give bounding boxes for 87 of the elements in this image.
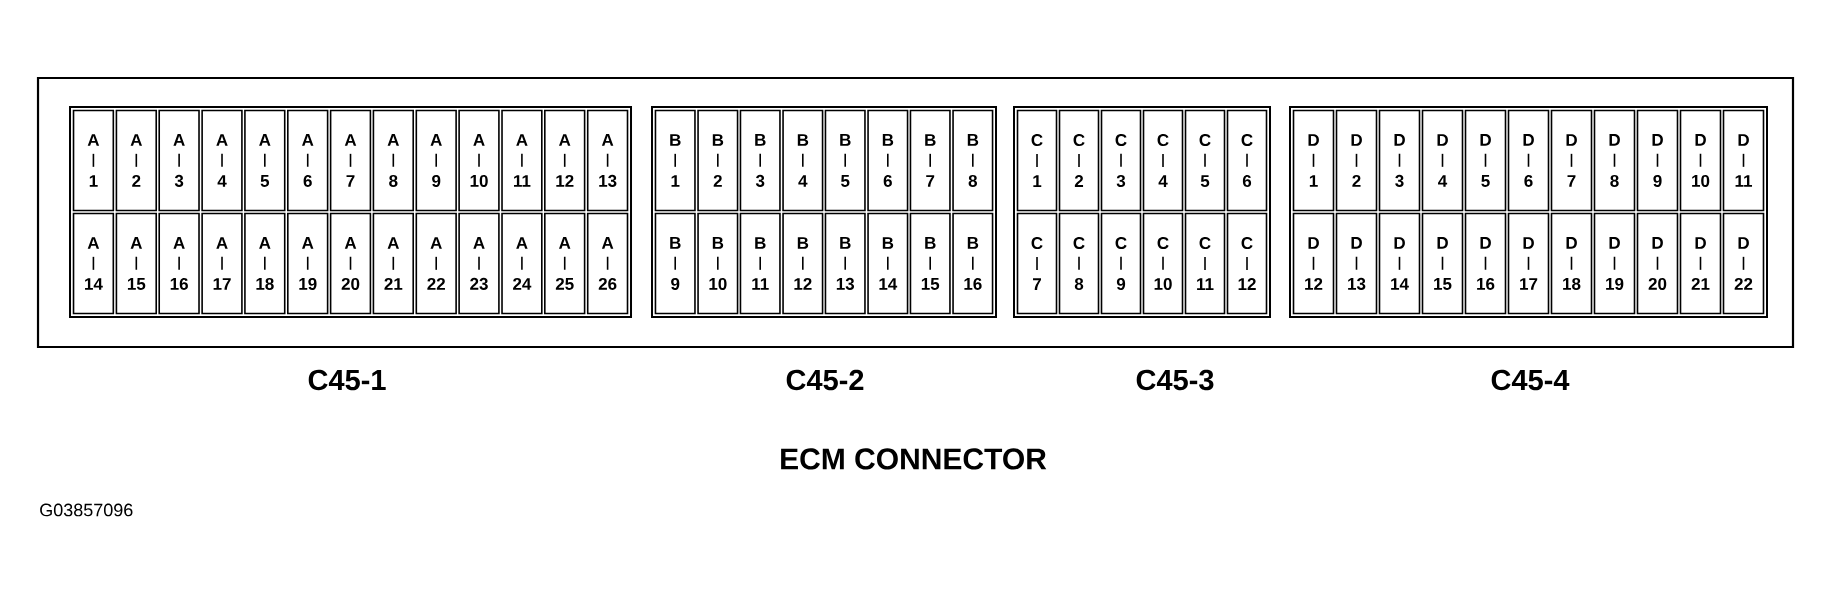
pin-cell: D 5 bbox=[1464, 109, 1507, 212]
pin-cell: B 10 bbox=[697, 212, 739, 315]
pin-cell: D 19 bbox=[1593, 212, 1636, 315]
pin-cell: D 4 bbox=[1421, 109, 1464, 212]
connector-label: C45-3 bbox=[1136, 369, 1214, 391]
pin-cell: B 12 bbox=[782, 212, 824, 315]
connector-label: C45-1 bbox=[308, 369, 386, 391]
connector-label: C45-4 bbox=[1491, 369, 1570, 391]
pin-cell: B 14 bbox=[867, 212, 909, 315]
pin-cell: C 10 bbox=[1142, 212, 1184, 315]
pin-cell: C 6 bbox=[1226, 109, 1268, 212]
pin-cell: D 2 bbox=[1335, 109, 1378, 212]
pin-cell: D 1 bbox=[1292, 109, 1335, 212]
connector-label: C45-2 bbox=[786, 369, 864, 391]
pin-cell: B 2 bbox=[697, 109, 739, 212]
pin-cell: D 3 bbox=[1378, 109, 1421, 212]
pin-cell: B 3 bbox=[739, 109, 781, 212]
pin-cell: B 11 bbox=[739, 212, 781, 315]
pin-cell: A 6 bbox=[287, 109, 329, 212]
connector-block bbox=[69, 106, 632, 318]
pin-cell: B 8 bbox=[952, 109, 994, 212]
pin-cell: D 8 bbox=[1593, 109, 1636, 212]
pin-cell: A 14 bbox=[72, 212, 115, 315]
pin-cell: D 7 bbox=[1550, 109, 1593, 212]
diagram-title: ECM CONNECTOR bbox=[781, 448, 1047, 470]
pin-cell: D 10 bbox=[1679, 109, 1722, 212]
pin-cell: D 22 bbox=[1722, 212, 1765, 315]
pin-cell: C 8 bbox=[1058, 212, 1100, 315]
pin-cell: A 21 bbox=[372, 212, 414, 315]
pin-cell: D 16 bbox=[1464, 212, 1507, 315]
pin-cell: D 13 bbox=[1335, 212, 1378, 315]
pin-cell: D 17 bbox=[1507, 212, 1550, 315]
connector-block bbox=[1289, 106, 1768, 318]
pin-cell: A 22 bbox=[415, 212, 457, 315]
pin-cell: B 7 bbox=[909, 109, 951, 212]
pin-cell: B 9 bbox=[654, 212, 696, 315]
pin-cell: C 3 bbox=[1100, 109, 1142, 212]
pin-cell: D 6 bbox=[1507, 109, 1550, 212]
pin-cell: D 21 bbox=[1679, 212, 1722, 315]
pin-cell: D 20 bbox=[1636, 212, 1679, 315]
pin-cell: D 12 bbox=[1292, 212, 1335, 315]
pin-cell: A 25 bbox=[544, 212, 586, 315]
pin-cell: B 15 bbox=[909, 212, 951, 315]
pin-cell: A 13 bbox=[586, 109, 629, 212]
pin-cell: A 23 bbox=[458, 212, 500, 315]
pin-cell: B 6 bbox=[867, 109, 909, 212]
pin-cell: C 2 bbox=[1058, 109, 1100, 212]
connector-block bbox=[651, 106, 997, 318]
pin-cell: D 9 bbox=[1636, 109, 1679, 212]
pin-cell: C 9 bbox=[1100, 212, 1142, 315]
pin-cell: A 17 bbox=[201, 212, 243, 315]
pin-cell: C 4 bbox=[1142, 109, 1184, 212]
pin-cell: C 11 bbox=[1184, 212, 1226, 315]
pin-cell: B 1 bbox=[654, 109, 696, 212]
pin-cell: A 8 bbox=[372, 109, 414, 212]
pin-cell: A 1 bbox=[72, 109, 115, 212]
pin-cell: A 3 bbox=[158, 109, 200, 212]
pin-cell: D 11 bbox=[1722, 109, 1765, 212]
pin-cell: A 12 bbox=[544, 109, 586, 212]
connector-frame bbox=[36, 76, 1795, 349]
pin-cell: A 9 bbox=[415, 109, 457, 212]
connector-block bbox=[1013, 106, 1271, 318]
pin-cell: A 16 bbox=[158, 212, 200, 315]
pin-cell: C 1 bbox=[1016, 109, 1058, 212]
pin-cell: C 7 bbox=[1016, 212, 1058, 315]
pin-cell: C 12 bbox=[1226, 212, 1268, 315]
pin-cell: D 15 bbox=[1421, 212, 1464, 315]
pin-cell: A 20 bbox=[329, 212, 372, 315]
pin-cell: A 19 bbox=[287, 212, 329, 315]
pin-cell: B 13 bbox=[824, 212, 866, 315]
pin-cell: A 10 bbox=[458, 109, 500, 212]
pin-cell: B 5 bbox=[824, 109, 866, 212]
pin-cell: D 14 bbox=[1378, 212, 1421, 315]
pin-cell: A 15 bbox=[115, 212, 157, 315]
pin-cell: A 11 bbox=[501, 109, 543, 212]
pin-cell: B 16 bbox=[952, 212, 994, 315]
pin-cell: A 5 bbox=[244, 109, 286, 212]
pin-cell: A 24 bbox=[501, 212, 543, 315]
pin-cell: A 26 bbox=[586, 212, 629, 315]
pin-cell: A 2 bbox=[115, 109, 157, 212]
figure-code: G03857096 bbox=[40, 503, 133, 517]
pin-cell: A 7 bbox=[329, 109, 372, 212]
pin-cell: A 18 bbox=[244, 212, 286, 315]
pin-cell: D 18 bbox=[1550, 212, 1593, 315]
pin-cell: A 4 bbox=[201, 109, 243, 212]
pin-cell: C 5 bbox=[1184, 109, 1226, 212]
pin-cell: B 4 bbox=[782, 109, 824, 212]
